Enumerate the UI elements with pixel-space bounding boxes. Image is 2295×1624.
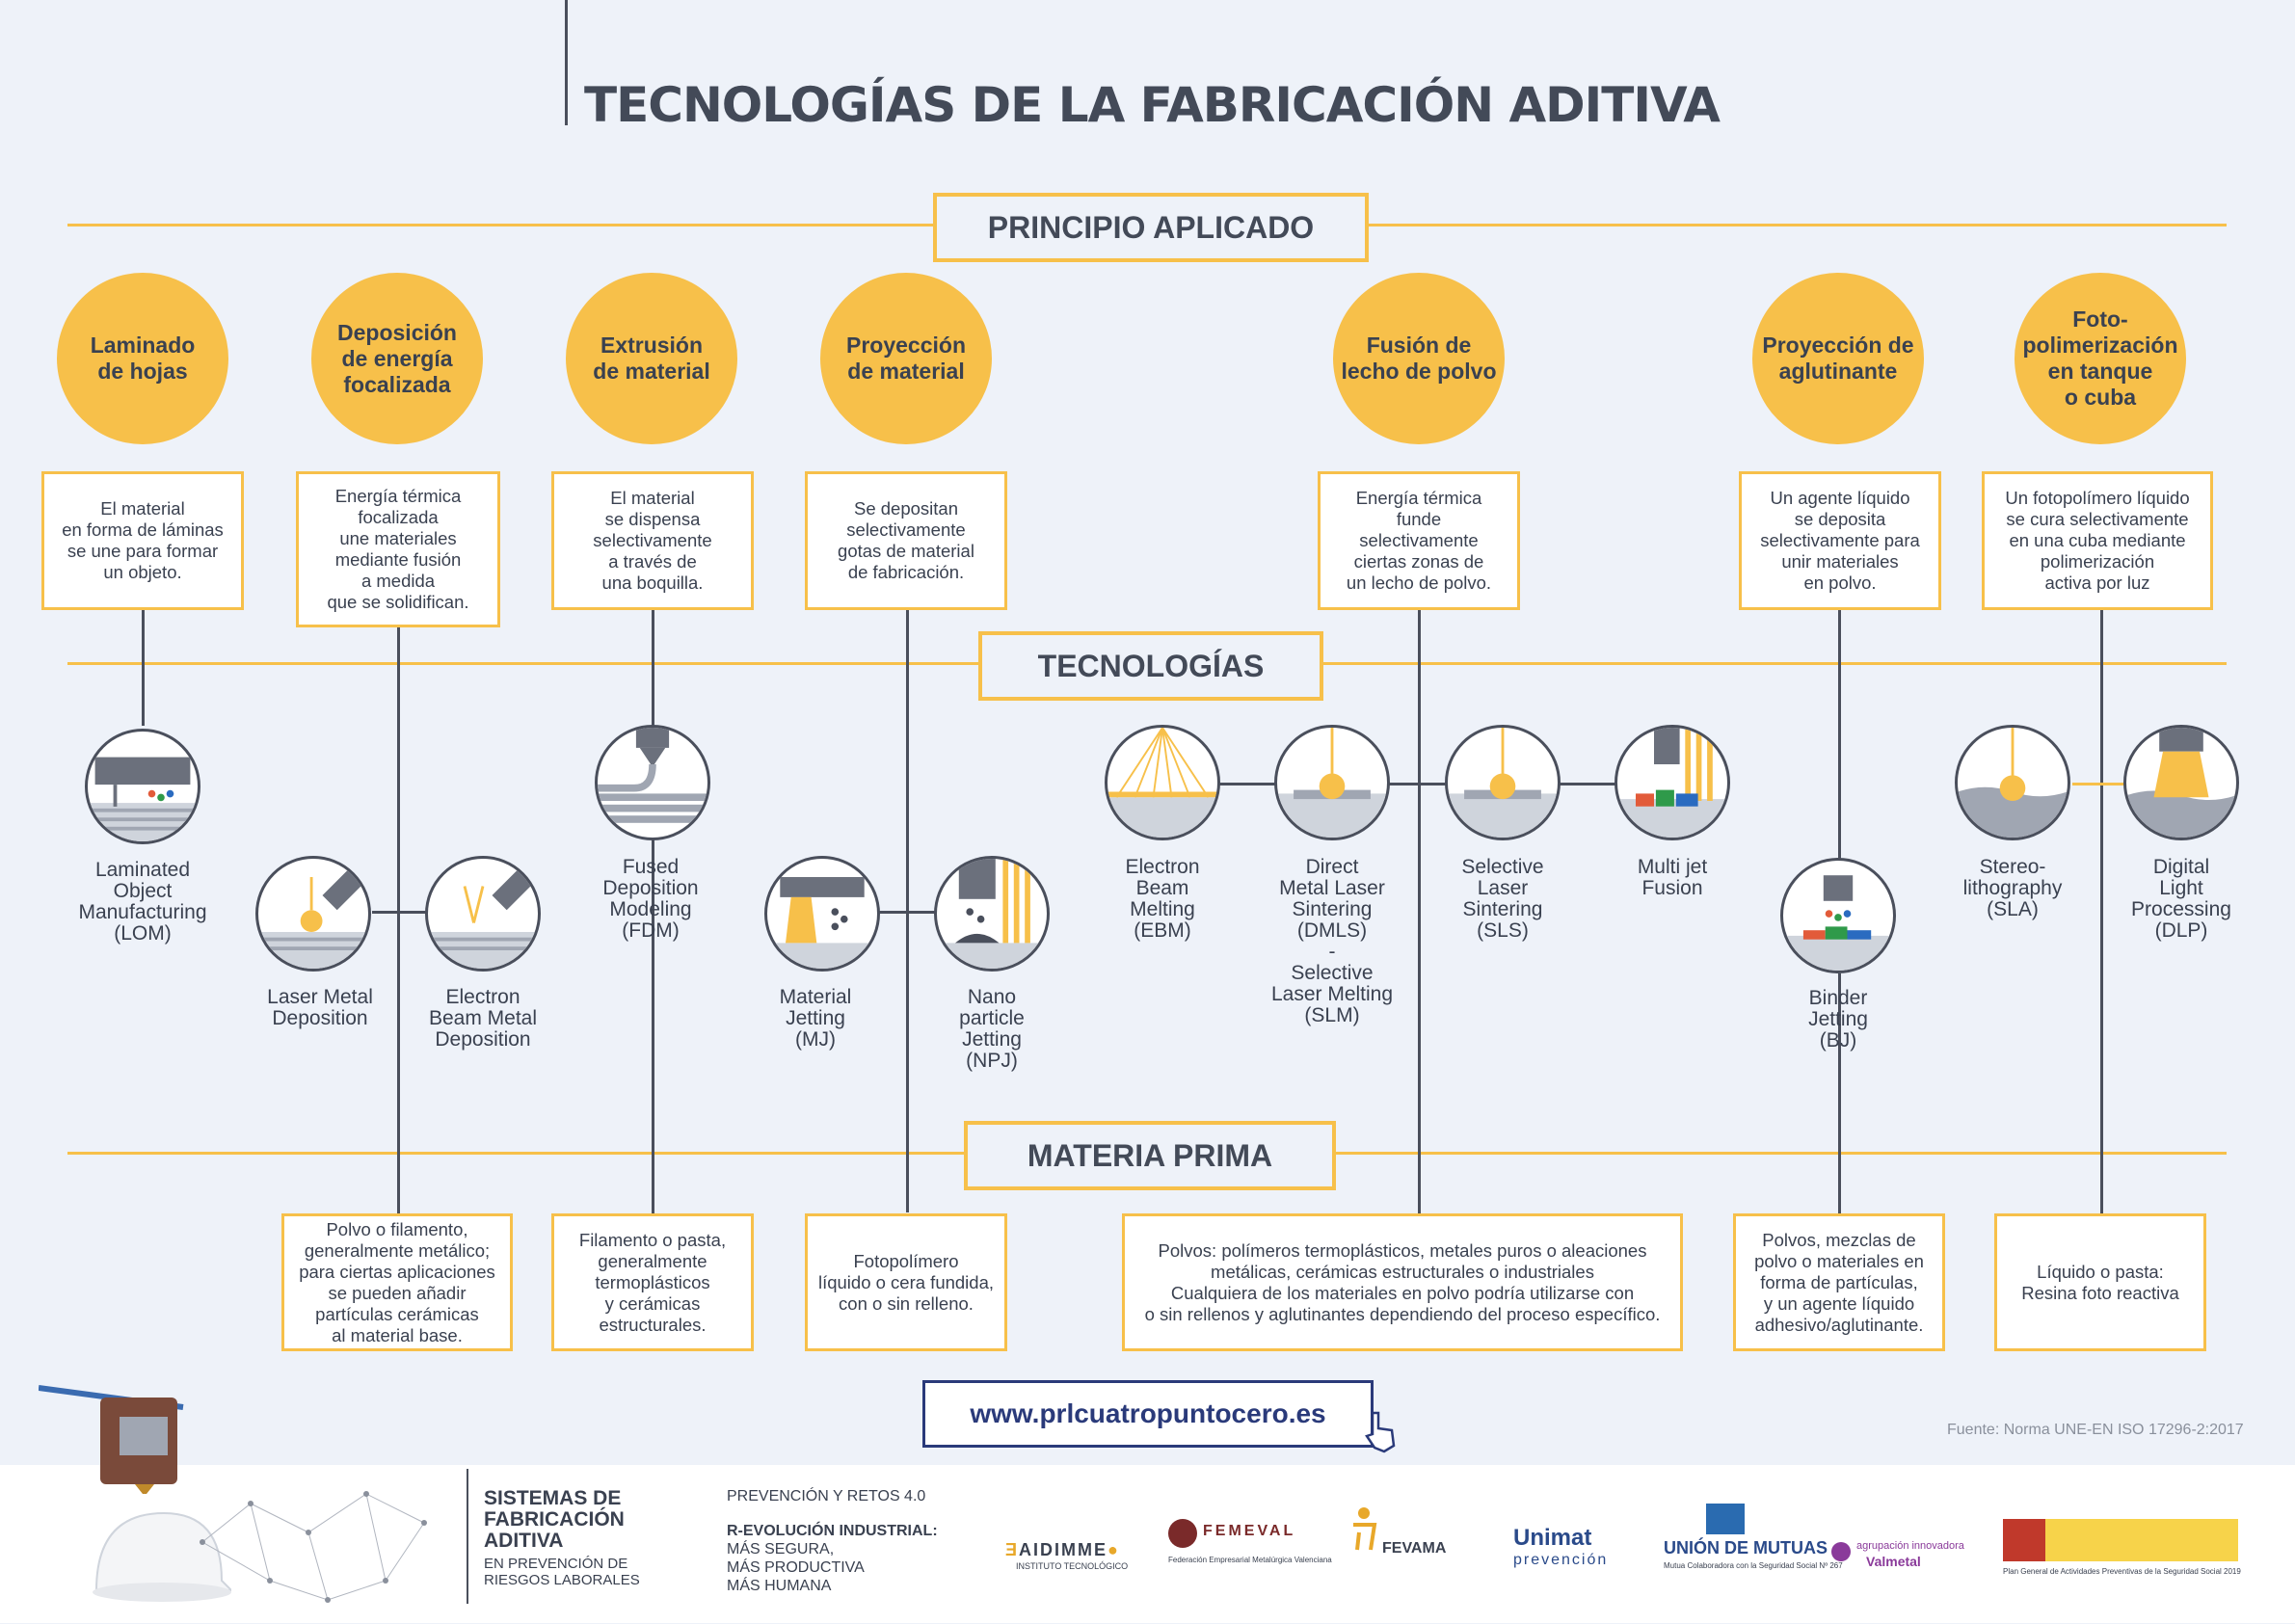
printer-graphic-icon bbox=[38, 1378, 212, 1494]
page-title: TECNOLOGÍAS DE LA FABRICACIÓN ADITIVA bbox=[584, 77, 1721, 133]
principle-proyeccion-material: Proyección de material bbox=[820, 273, 992, 444]
material-aglutinante: Polvos, mezclas de polvo o materiales en… bbox=[1733, 1213, 1945, 1351]
footer-tagline-bold: R-EVOLUCIÓN INDUSTRIAL: bbox=[727, 1523, 938, 1539]
binder-jetting-icon bbox=[1780, 858, 1896, 973]
footer-divider bbox=[467, 1469, 468, 1604]
section-tecnologias: TECNOLOGÍAS bbox=[978, 631, 1323, 701]
desc-fotopolimerizacion: Un fotopolímero líquido se cura selectiv… bbox=[1982, 471, 2213, 610]
logo-union-mutuas-sub: Mutua Colaboradora con la Seguridad Soci… bbox=[1664, 1561, 1843, 1570]
desc-extrusion: El material se dispensa selectivamente a… bbox=[551, 471, 754, 610]
cursor-hand-icon bbox=[1363, 1409, 1398, 1453]
network-graphic-icon bbox=[193, 1465, 443, 1619]
tech-label-dmls: Direct Metal Laser Sintering (DMLS) - Se… bbox=[1270, 856, 1394, 1026]
tech-connector bbox=[829, 911, 945, 914]
valmetal-emblem-icon bbox=[1831, 1542, 1851, 1561]
desc-aglutinante: Un agente líquido se deposita selectivam… bbox=[1739, 471, 1941, 610]
title-divider bbox=[565, 0, 568, 125]
section-principio: PRINCIPIO APLICADO bbox=[933, 193, 1369, 262]
femeval-emblem-icon bbox=[1168, 1519, 1197, 1548]
dlp-icon bbox=[2123, 725, 2239, 840]
connector bbox=[1838, 610, 1841, 861]
material-extrusion: Filamento o pasta, generalmente termoplá… bbox=[551, 1213, 754, 1351]
fevama-chair-icon bbox=[1349, 1505, 1378, 1552]
logo-aidimme: ƎAIDIMME● bbox=[1005, 1540, 1120, 1559]
nano-particle-jetting-icon bbox=[934, 856, 1050, 972]
desc-deposicion: Energía térmica focalizada une materiale… bbox=[296, 471, 500, 627]
tech-label-sla: Stereo- lithography (SLA) bbox=[1962, 856, 2063, 920]
logo-valmetal: Valmetal bbox=[1866, 1554, 1921, 1569]
tech-label-bj: Binder Jetting (BJ) bbox=[1808, 987, 1868, 1052]
material-jetting-icon bbox=[764, 856, 880, 972]
principle-fotopolimerizacion: Foto- polimerización en tanque o cuba bbox=[2015, 273, 2186, 444]
section-materia: MATERIA PRIMA bbox=[964, 1121, 1336, 1190]
logo-unimat-sub: prevención bbox=[1513, 1552, 1609, 1568]
principle-aglutinante: Proyección de aglutinante bbox=[1752, 273, 1924, 444]
tech-label-electron-beam-metal: Electron Beam Metal Deposition bbox=[428, 986, 538, 1051]
connector bbox=[1418, 610, 1421, 1217]
source-note: Fuente: Norma UNE-EN ISO 17296-2:2017 bbox=[1947, 1422, 2244, 1438]
tech-label-laser-metal: Laser Metal Deposition bbox=[267, 986, 373, 1029]
tech-connector bbox=[1195, 783, 1639, 785]
principle-extrusion: Extrusión de material bbox=[566, 273, 737, 444]
tech-label-npj: Nano particle Jetting (NPJ) bbox=[959, 986, 1025, 1072]
footer-title: SISTEMAS DE FABRICACIÓN ADITIVA bbox=[484, 1487, 625, 1552]
connector bbox=[652, 839, 654, 1214]
website-link[interactable]: www.prlcuatropuntocero.es bbox=[922, 1380, 1374, 1448]
tech-label-mjf: Multi jet Fusion bbox=[1637, 856, 1708, 899]
connector bbox=[397, 626, 400, 1214]
ebm-icon bbox=[1105, 725, 1220, 840]
connector bbox=[1838, 973, 1841, 1214]
lom-icon bbox=[85, 729, 200, 844]
tech-connector bbox=[2072, 783, 2140, 785]
logo-femeval: FEMEVAL bbox=[1203, 1523, 1296, 1539]
principle-laminado: Laminado de hojas bbox=[57, 273, 228, 444]
logo-gobierno-sub: Plan General de Actividades Preventivas … bbox=[2003, 1567, 2241, 1576]
principle-fusion: Fusión de lecho de polvo bbox=[1333, 273, 1505, 444]
principle-deposicion: Deposición de energía focalizada bbox=[311, 273, 483, 444]
dmls-icon bbox=[1274, 725, 1390, 840]
desc-fusion: Energía térmica funde selectivamente cie… bbox=[1318, 471, 1520, 610]
footer-tagline-top: PREVENCIÓN Y RETOS 4.0 bbox=[727, 1488, 926, 1504]
material-fusion: Polvos: polímeros termoplásticos, metale… bbox=[1122, 1213, 1683, 1351]
union-mutuas-emblem-icon bbox=[1706, 1504, 1745, 1534]
logo-fevama: FEVAMA bbox=[1382, 1540, 1447, 1557]
connector bbox=[2100, 610, 2103, 1217]
multi-jet-fusion-icon bbox=[1615, 725, 1730, 840]
tech-label-mj: Material Jetting (MJ) bbox=[779, 986, 852, 1051]
logo-union-mutuas: UNIÓN DE MUTUAS bbox=[1664, 1538, 1828, 1557]
tech-label-ebm: Electron Beam Melting (EBM) bbox=[1125, 856, 1200, 942]
tech-label-fdm: Fused Deposition Modeling (FDM) bbox=[602, 856, 699, 942]
electron-beam-deposition-icon bbox=[425, 856, 541, 972]
footer-subtitle: EN PREVENCIÓN DE RIESGOS LABORALES bbox=[484, 1556, 640, 1588]
logo-valmetal-top: agrupación innovadora bbox=[1856, 1540, 1964, 1552]
desc-proyeccion-material: Se depositan selectivamente gotas de mat… bbox=[805, 471, 1007, 610]
logo-aidimme-sub: INSTITUTO TECNOLÓGICO bbox=[1016, 1561, 1129, 1571]
hardhat-icon bbox=[87, 1484, 234, 1610]
sls-icon bbox=[1445, 725, 1561, 840]
gobierno-espana-logo-icon bbox=[2003, 1519, 2238, 1561]
footer-tagline-lines: MÁS SEGURA, MÁS PRODUCTIVA MÁS HUMANA bbox=[727, 1541, 865, 1594]
logo-femeval-sub: Federación Empresarial Metalúrgica Valen… bbox=[1168, 1556, 1332, 1564]
laser-metal-deposition-icon bbox=[255, 856, 371, 972]
fdm-icon bbox=[595, 725, 710, 840]
material-fotopolimerizacion: Líquido o pasta: Resina foto reactiva bbox=[1994, 1213, 2206, 1351]
logo-unimat: Unimat bbox=[1513, 1525, 1592, 1551]
tech-label-lom: Laminated Object Manufacturing (LOM) bbox=[78, 859, 207, 945]
footer: SISTEMAS DE FABRICACIÓN ADITIVA EN PREVE… bbox=[0, 1385, 2295, 1623]
connector bbox=[142, 610, 145, 726]
sla-icon bbox=[1955, 725, 2070, 840]
material-laminado: Polvo o filamento, generalmente metálico… bbox=[281, 1213, 513, 1351]
desc-laminado: El material en forma de láminas se une p… bbox=[41, 471, 244, 610]
tech-label-sls: Selective Laser Sintering (SLS) bbox=[1461, 856, 1544, 942]
material-proyeccion: Fotopolímero líquido o cera fundida, con… bbox=[805, 1213, 1007, 1351]
tech-label-dlp: Digital Light Processing (DLP) bbox=[2131, 856, 2231, 942]
connector bbox=[652, 610, 654, 726]
